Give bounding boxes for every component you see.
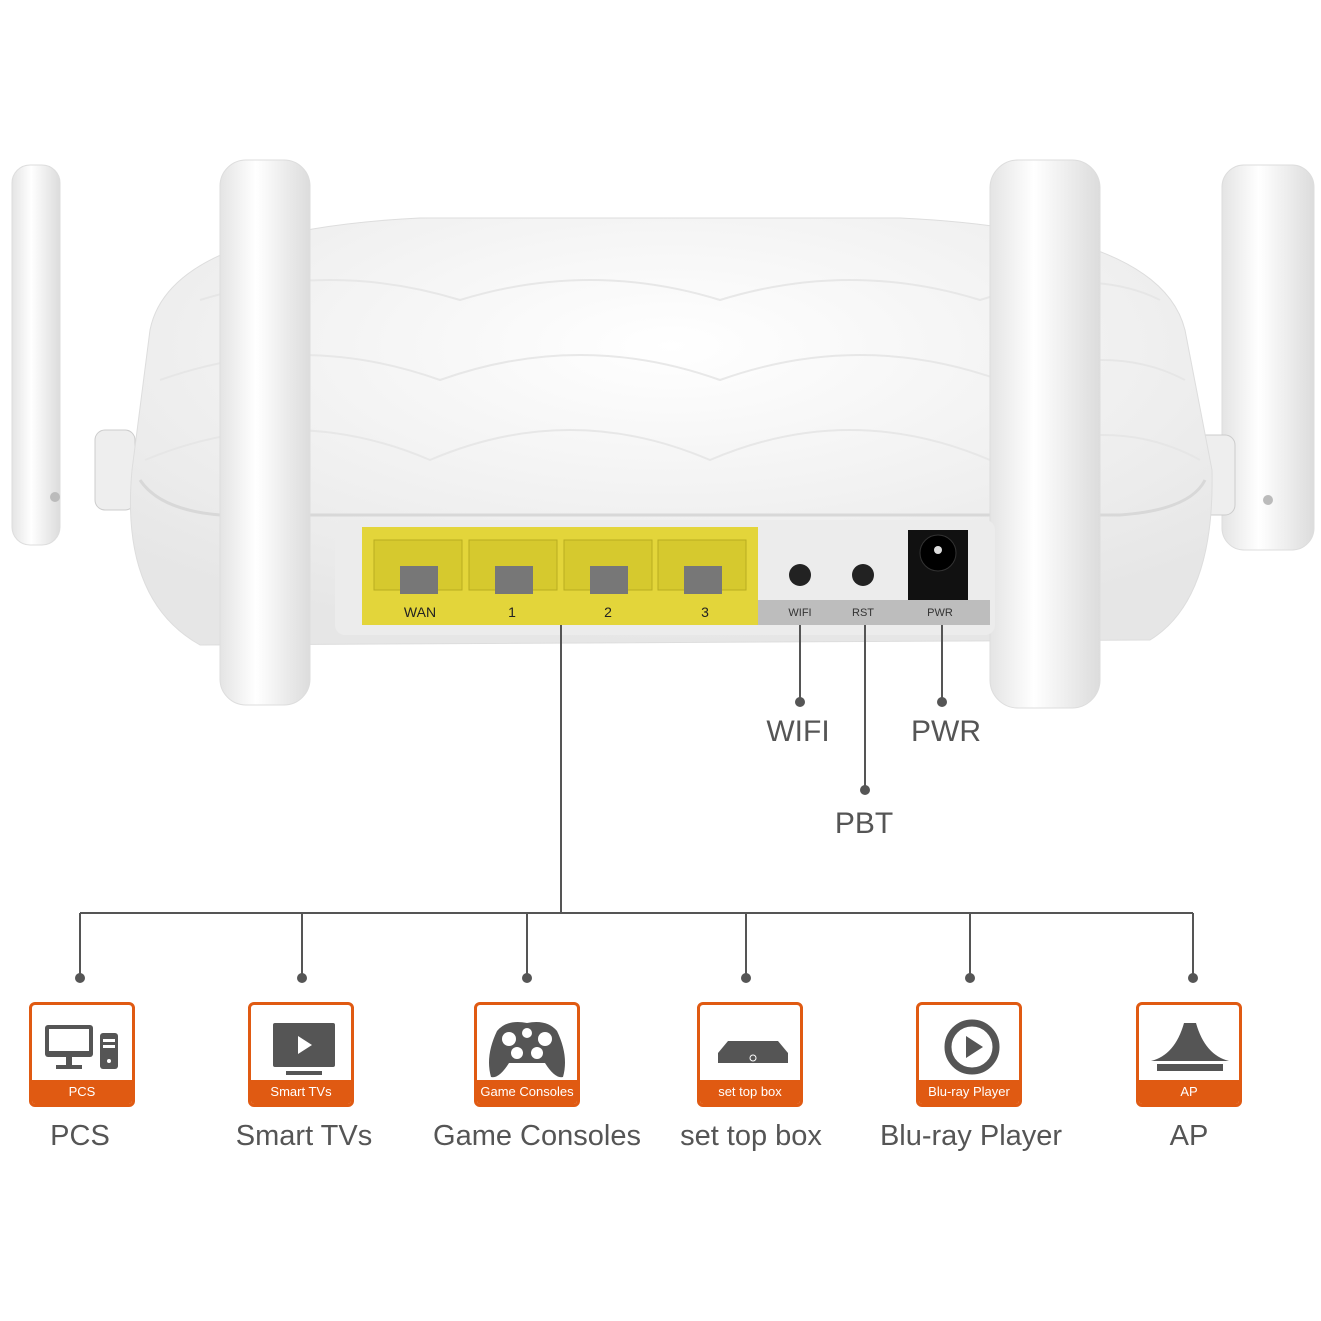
set-top-box-icon bbox=[718, 1041, 788, 1063]
antenna-left-outer bbox=[11, 164, 136, 546]
device-badge: Game Consoles bbox=[477, 1080, 577, 1104]
device-card-ap: AP bbox=[1136, 1002, 1242, 1107]
connector-lines bbox=[79, 625, 1194, 978]
device-label-set-top-box: set top box bbox=[680, 1120, 822, 1152]
rst-button bbox=[852, 564, 874, 586]
device-card-set-top-box: set top box bbox=[697, 1002, 803, 1107]
antenna-left-inner bbox=[219, 159, 311, 706]
device-badge: Smart TVs bbox=[251, 1080, 351, 1104]
callout-pwr: PWR bbox=[911, 715, 981, 748]
wifi-button bbox=[789, 564, 811, 586]
computer-icon bbox=[45, 1025, 118, 1069]
device-label-ap: AP bbox=[1169, 1120, 1209, 1152]
gamepad-icon bbox=[489, 1022, 565, 1078]
antenna-right-inner bbox=[989, 159, 1101, 709]
port-label-wifi: WIFI bbox=[788, 607, 812, 619]
port-label-rst: RST bbox=[852, 607, 874, 619]
device-label-game-consoles: Game Consoles bbox=[433, 1120, 641, 1152]
device-badge: PCS bbox=[32, 1080, 132, 1104]
device-badge: AP bbox=[1139, 1080, 1239, 1104]
port-label-1: 1 bbox=[508, 604, 516, 620]
device-label-blu-ray-player: Blu-ray Player bbox=[879, 1120, 1063, 1152]
device-card-game-consoles: Game Consoles bbox=[474, 1002, 580, 1107]
antenna-right-outer bbox=[1194, 164, 1315, 551]
play-circle-icon bbox=[944, 1019, 1000, 1075]
callout-pbt: PBT bbox=[834, 807, 894, 840]
callout-wifi: WIFI bbox=[766, 715, 830, 748]
access-point-icon bbox=[1151, 1023, 1229, 1071]
port-label-pwr: PWR bbox=[927, 607, 953, 619]
device-label-smart-tvs: Smart TVs bbox=[235, 1120, 373, 1152]
device-card-pcs: PCS bbox=[29, 1002, 135, 1107]
device-card-blu-ray-player: Blu-ray Player bbox=[916, 1002, 1022, 1107]
port-label-3: 3 bbox=[701, 604, 709, 620]
device-badge: set top box bbox=[700, 1080, 800, 1104]
ethernet-ports bbox=[373, 539, 747, 594]
tv-icon bbox=[273, 1023, 335, 1075]
port-label-wan: WAN bbox=[403, 604, 437, 620]
device-card-smart-tvs: Smart TVs bbox=[248, 1002, 354, 1107]
device-label-pcs: PCS bbox=[50, 1120, 110, 1152]
port-label-2: 2 bbox=[604, 604, 612, 620]
device-badge: Blu-ray Player bbox=[919, 1080, 1019, 1104]
